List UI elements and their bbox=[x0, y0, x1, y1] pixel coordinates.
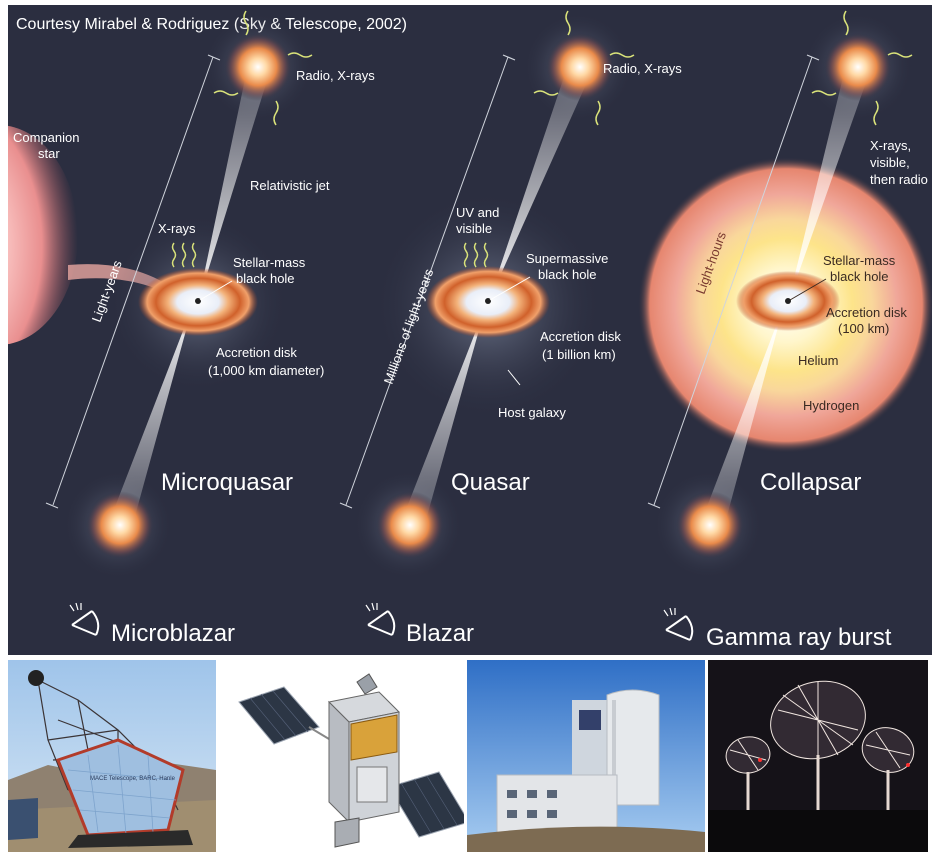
credit-text: Courtesy Mirabel & Rodriguez (Sky & Tele… bbox=[16, 16, 407, 33]
observer-label-microblazar: Microblazar bbox=[111, 620, 235, 647]
upper-radio-lobe bbox=[546, 33, 614, 101]
scale-bar bbox=[345, 56, 509, 506]
upper-jet bbox=[198, 65, 270, 303]
upper-jet bbox=[788, 65, 870, 303]
lobe-emission-label: X-rays, visible, then radio bbox=[870, 138, 928, 187]
companion-star-label: Companion star bbox=[13, 130, 83, 161]
lobe-emission-label: Radio, X-rays bbox=[296, 68, 375, 83]
lower-jet bbox=[108, 305, 193, 527]
helium-label: Helium bbox=[798, 353, 838, 368]
photo-caption: MACE Telescope, BARC, Hanle bbox=[90, 776, 176, 782]
black-hole bbox=[485, 298, 491, 304]
upper-lobe-emission-arrows bbox=[533, 10, 635, 126]
observer-label-blazar: Blazar bbox=[406, 620, 474, 647]
upper-jet bbox=[488, 65, 592, 303]
observer-eye-icon bbox=[663, 607, 694, 641]
lower-radio-lobe bbox=[86, 491, 154, 559]
black-hole bbox=[195, 298, 201, 304]
host-galaxy-label: Host galaxy bbox=[498, 405, 566, 420]
accretion-disk-label: Accretion disk (100 km) bbox=[826, 305, 911, 336]
observer-eye-icon bbox=[69, 602, 100, 636]
astrophysical-jets-diagram: Courtesy Mirabel & Rodriguez (Sky & Tele… bbox=[8, 5, 932, 655]
accretion-disk-label: Accretion disk (1,000 km diameter) bbox=[208, 345, 324, 378]
panel-title-microquasar: Microquasar bbox=[161, 469, 293, 496]
hydrogen-label: Hydrogen bbox=[803, 398, 859, 413]
lobe-emission-label: Radio, X-rays bbox=[603, 61, 682, 76]
optical-observatory-photo bbox=[467, 660, 705, 852]
lower-lobe bbox=[676, 491, 744, 559]
upper-lobe-emission-arrows bbox=[811, 10, 913, 126]
relativistic-jet-label: Relativistic jet bbox=[250, 178, 330, 193]
lower-jet bbox=[700, 305, 784, 527]
radio-dish-array-photo bbox=[708, 660, 928, 852]
lower-radio-lobe bbox=[376, 491, 444, 559]
cherenkov-telescope-photo: MACE Telescope, BARC, Hanle bbox=[8, 660, 216, 852]
satellite-render bbox=[219, 660, 464, 852]
scale-bar bbox=[52, 56, 214, 506]
panel-title-collapsar: Collapsar bbox=[760, 469, 861, 496]
panel-collapsar: Light-hours X-rays, visible, then radio … bbox=[638, 10, 932, 651]
black-hole-label: Supermassive black hole bbox=[526, 251, 612, 282]
panel-quasar: Millions of light-years Radio, X-rays UV… bbox=[339, 10, 682, 647]
black-hole-label: Stellar-mass black hole bbox=[823, 253, 899, 284]
upper-lobe bbox=[824, 33, 892, 101]
upper-radio-lobe bbox=[224, 33, 292, 101]
observer-label-gamma-ray-burst: Gamma ray burst bbox=[706, 624, 892, 651]
observer-eye-icon bbox=[365, 602, 396, 636]
panel-title-quasar: Quasar bbox=[451, 469, 530, 496]
accretion-disk-label: Accretion disk (1 billion km) bbox=[540, 329, 625, 362]
scale-bar bbox=[653, 56, 813, 506]
telescope-photo-strip: MACE Telescope, BARC, Hanle bbox=[0, 660, 932, 852]
panel-microquasar: Light-years Companion star Radio, X-rays… bbox=[8, 10, 375, 647]
uv-visible-label: UV and visible bbox=[456, 205, 503, 236]
black-hole bbox=[785, 298, 791, 304]
xrays-label: X-rays bbox=[158, 221, 196, 236]
companion-star bbox=[8, 125, 78, 345]
xray-emission-arrows bbox=[171, 242, 197, 268]
upper-lobe-emission-arrows bbox=[213, 10, 313, 126]
black-hole-label: Stellar-mass black hole bbox=[233, 255, 309, 286]
lower-jet bbox=[400, 305, 486, 527]
uv-emission-arrows bbox=[463, 242, 489, 268]
